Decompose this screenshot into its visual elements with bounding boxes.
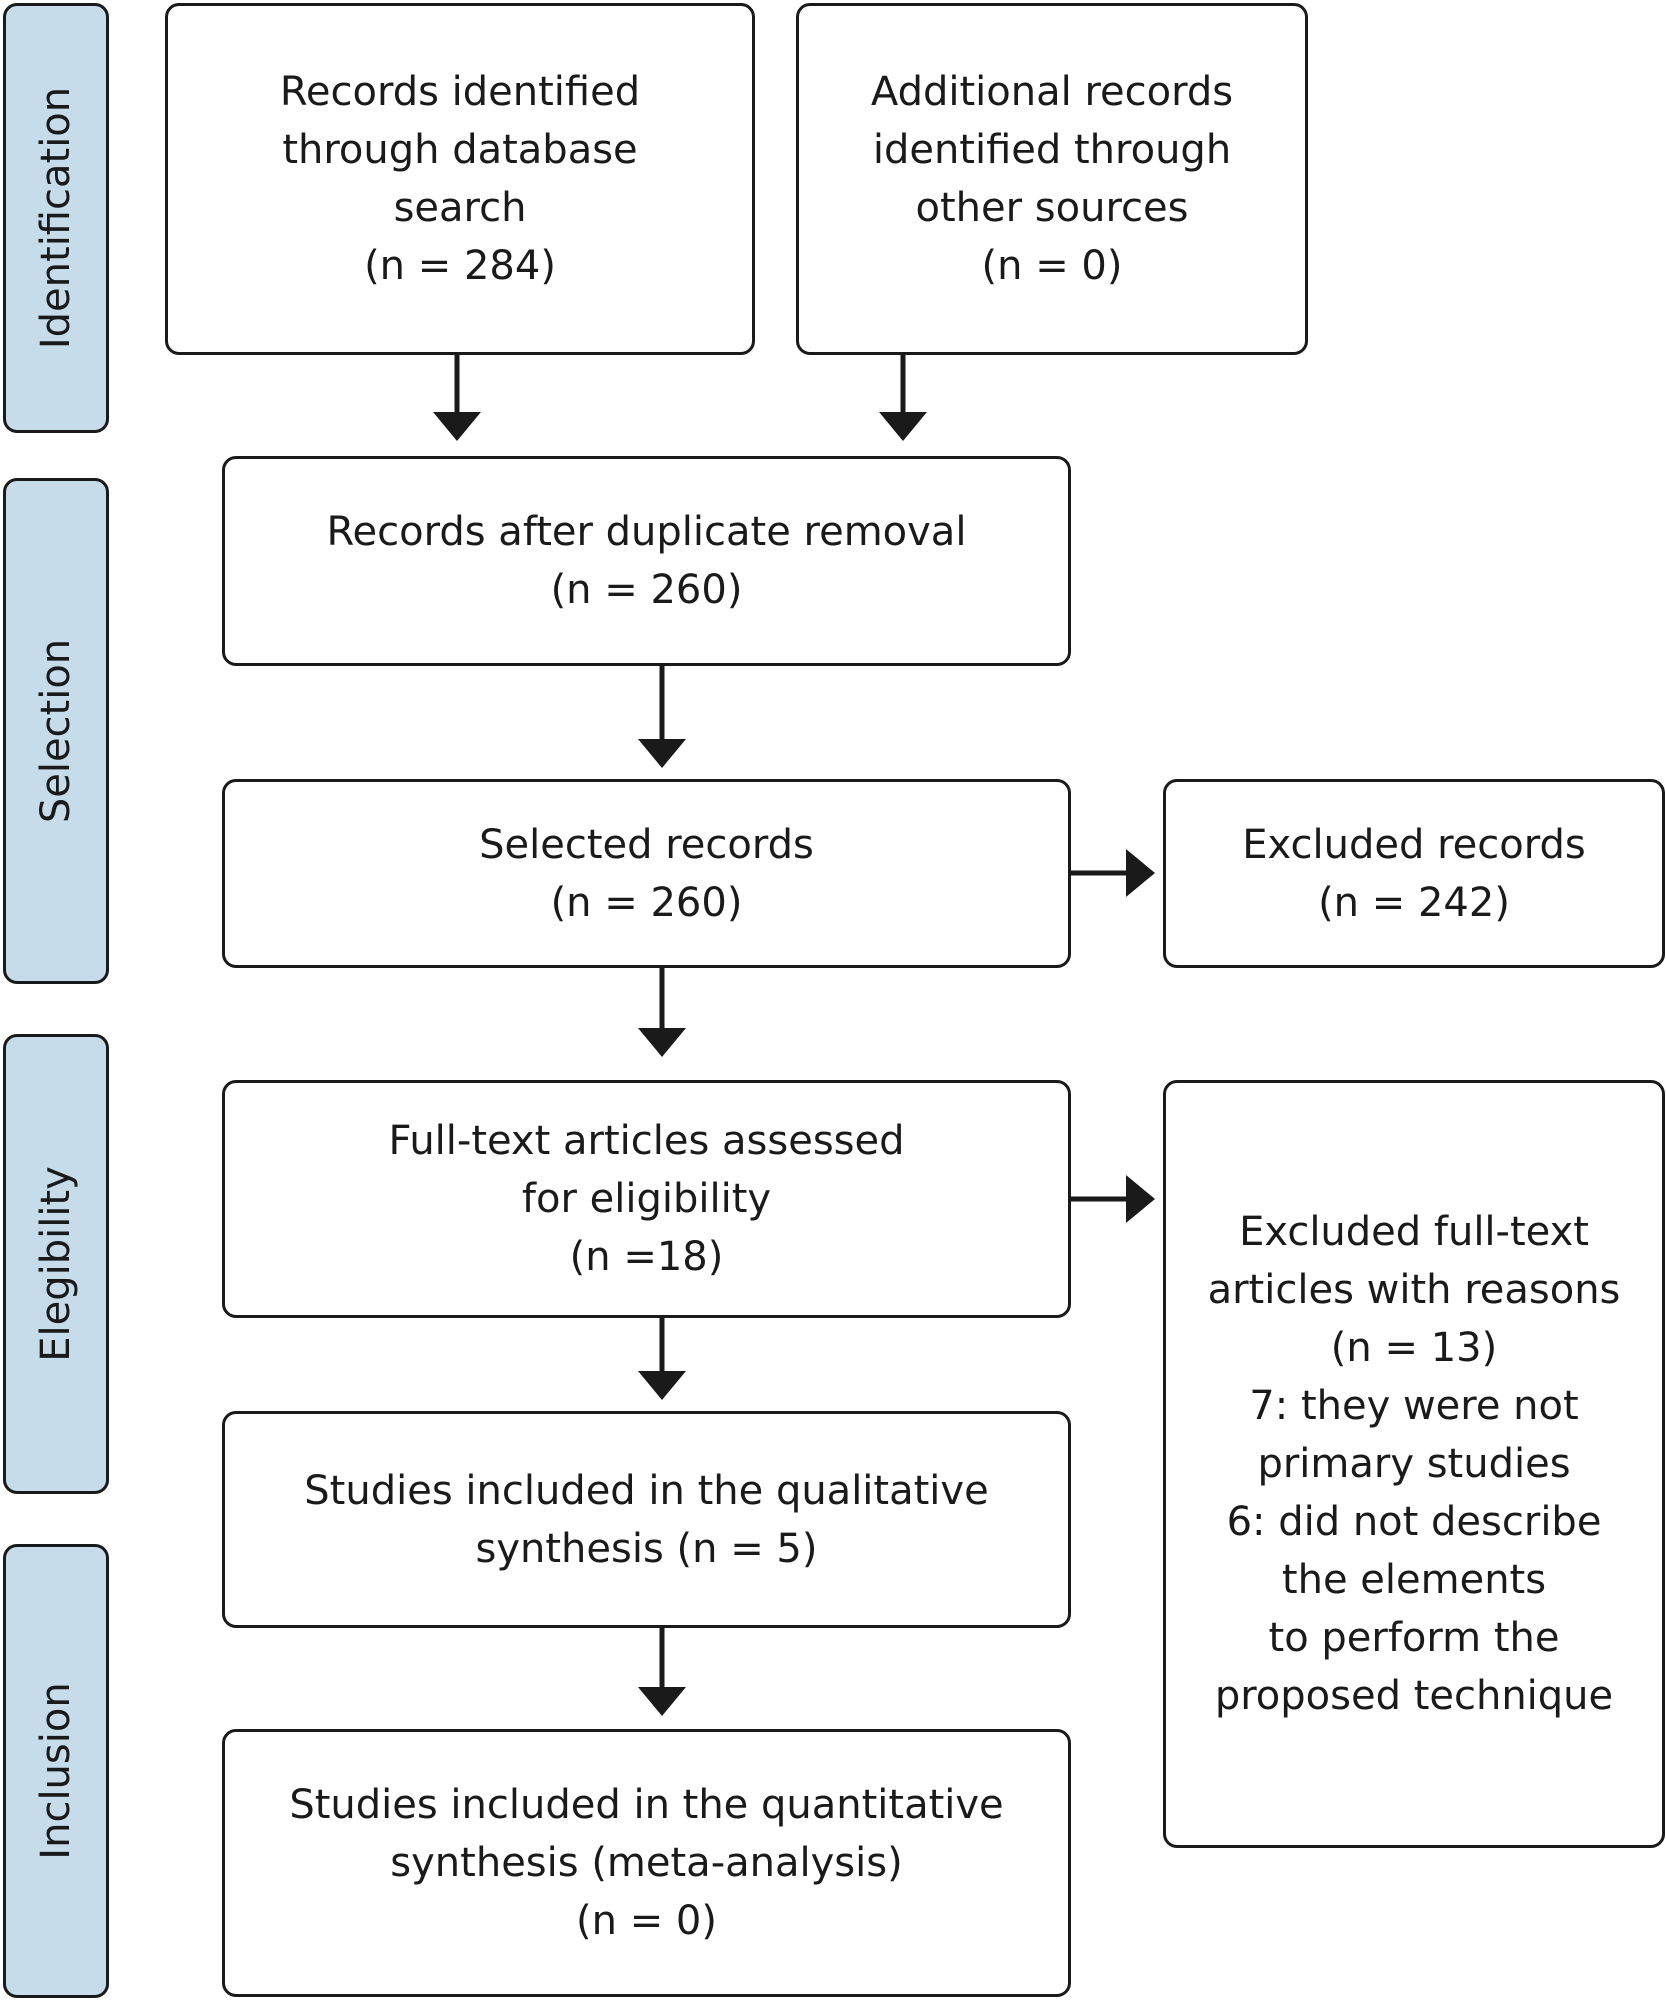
box-after-duplicates: Records after duplicate removal (n = 260… bbox=[222, 456, 1071, 666]
arrow-head-down bbox=[638, 739, 686, 768]
box-count: (n = 284) bbox=[364, 243, 556, 289]
stage-band-inclusion: Inclusion bbox=[3, 1544, 109, 1998]
box-line: Studies included in the quantitative bbox=[289, 1782, 1004, 1828]
box-line: other sources bbox=[915, 185, 1189, 231]
box-line: Studies included in the qualitative bbox=[304, 1467, 989, 1514]
box-count: (n =18) bbox=[569, 1234, 724, 1280]
box-line: articles with reasons bbox=[1207, 1267, 1621, 1313]
arrow-head-down bbox=[638, 1371, 686, 1400]
box-line: Selected records bbox=[479, 821, 814, 868]
box-line: search bbox=[393, 185, 527, 231]
box-reason: the elements bbox=[1281, 1557, 1547, 1603]
arrow-head-down bbox=[638, 1687, 686, 1716]
box-count: (n = 13) bbox=[1330, 1325, 1498, 1371]
stage-band-identification: Identification bbox=[3, 3, 109, 433]
box-line: Additional records bbox=[870, 69, 1234, 115]
box-count: (n = 260) bbox=[550, 879, 743, 926]
box-database-search: Records identified through database sear… bbox=[165, 3, 755, 355]
box-count: (n = 0) bbox=[981, 243, 1123, 289]
box-count: (n = 260) bbox=[550, 567, 743, 613]
box-line: synthesis (meta-analysis) bbox=[390, 1840, 903, 1886]
box-line: Records identified bbox=[279, 69, 641, 115]
stage-band-eligibility: Elegibility bbox=[3, 1034, 109, 1494]
box-line: Excluded records bbox=[1242, 821, 1586, 868]
box-line: Records after duplicate removal bbox=[326, 509, 967, 555]
arrow-head-down bbox=[433, 412, 481, 441]
box-count: (n = 0) bbox=[576, 1898, 717, 1944]
arrow-head-down bbox=[879, 412, 927, 441]
box-reason: proposed technique bbox=[1214, 1673, 1614, 1719]
box-qualitative-synthesis: Studies included in the qualitative synt… bbox=[222, 1411, 1071, 1628]
box-line: Excluded full-text bbox=[1239, 1209, 1589, 1255]
stage-band-selection: Selection bbox=[3, 478, 109, 984]
box-line: Full-text articles assessed bbox=[388, 1118, 905, 1164]
box-line: through database bbox=[282, 127, 638, 173]
box-reason: primary studies bbox=[1257, 1441, 1571, 1487]
box-line: for eligibility bbox=[521, 1176, 772, 1222]
box-quantitative-synthesis: Studies included in the quantitative syn… bbox=[222, 1729, 1071, 1997]
box-reason: to perform the bbox=[1268, 1615, 1560, 1661]
box-excluded-full-text: Excluded full-text articles with reasons… bbox=[1163, 1080, 1665, 1848]
box-reason: 7: they were not bbox=[1249, 1383, 1579, 1429]
box-excluded-records: Excluded records (n = 242) bbox=[1163, 779, 1665, 968]
arrow-head-right bbox=[1126, 1175, 1155, 1223]
box-other-sources: Additional records identified through ot… bbox=[796, 3, 1308, 355]
box-line: synthesis (n = 5) bbox=[475, 1525, 818, 1572]
arrow-head-down bbox=[638, 1028, 686, 1057]
box-reason: 6: did not describe bbox=[1226, 1499, 1602, 1545]
arrow-head-right bbox=[1126, 849, 1155, 897]
box-count: (n = 242) bbox=[1318, 879, 1510, 926]
box-line: identified through bbox=[872, 127, 1232, 173]
box-selected-records: Selected records (n = 260) bbox=[222, 779, 1071, 968]
box-full-text-assessed: Full-text articles assessed for eligibil… bbox=[222, 1080, 1071, 1318]
